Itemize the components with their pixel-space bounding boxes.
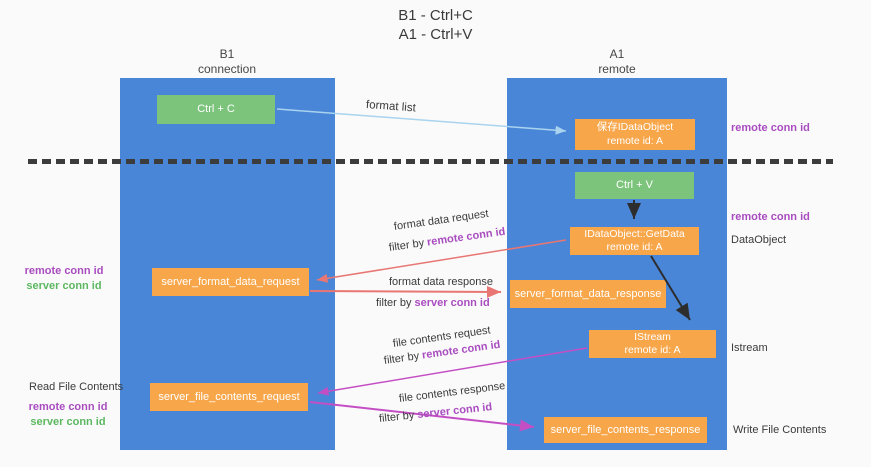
getdata-line2: remote id: A [606,241,663,253]
left-column-subtitle: connection [197,62,257,76]
istream-side-label: Istream [731,342,768,354]
istream-box: IStream remote id: A [589,330,716,358]
server-file-contents-response-label: server_file_contents_response [550,423,701,436]
filter-by-text: filter by [376,297,415,309]
diagram-title-line2: A1 - Ctrl+V [398,26,473,43]
dashed-separator [28,159,833,164]
left-column-name: B1 [219,47,235,61]
ctrl-c-box: Ctrl + C [157,95,275,124]
save-idataobject-line2: remote id: A [606,134,664,147]
format-list-label: format list [365,99,417,115]
dataobject-label: DataObject [731,234,787,246]
read-file-contents-label: Read File Contents [29,381,124,393]
left-conn-id-stack-top: remote conn id server conn id [20,264,108,294]
right-remote-conn-id-mid: remote conn id [731,211,810,223]
ctrl-v-box: Ctrl + V [575,172,694,199]
idataobject-getdata-box: IDataObject::GetData remote id: A [570,227,699,255]
remote-conn-id-key: remote conn id [426,225,507,249]
left-column-header: B1 connection [167,47,287,77]
format-data-response-label: format data response [389,276,493,288]
server-file-contents-response-box: server_file_contents_response [544,417,707,443]
filter-by-text: filter by [383,349,423,367]
server-format-data-request-box: server_format_data_request [152,268,309,296]
left-server-conn-id-1: server conn id [26,279,102,292]
server-file-contents-request-box: server_file_contents_request [150,383,308,411]
istream-line2: remote id: A [624,344,681,356]
server-file-contents-request-label: server_file_contents_request [158,390,300,403]
file-contents-response-filter-label: filter by server conn id [378,401,492,425]
format-data-response-filter-label: filter by server conn id [376,297,490,309]
right-column-header: A1 remote [557,47,677,77]
write-file-contents-label: Write File Contents [733,424,827,436]
diagram-title-line1: B1 - Ctrl+C [398,7,473,24]
ctrl-v-label: Ctrl + V [616,179,653,192]
server-format-data-response-label: server_format_data_response [514,287,662,300]
filter-by-text: filter by [388,236,428,254]
save-idataobject-line1: 保存IDataObject [596,121,674,134]
left-conn-id-stack-bottom: remote conn id server conn id [24,400,112,430]
server-format-data-response-box: server_format_data_response [510,280,666,308]
ctrl-c-label: Ctrl + C [197,103,235,116]
format-data-response-arrow [309,285,502,298]
getdata-line1: IDataObject::GetData [584,227,685,240]
save-idataobject-box: 保存IDataObject remote id: A [575,119,695,150]
istream-line1: IStream [634,330,671,343]
right-column-subtitle: remote [598,62,636,76]
left-server-conn-id-2: server conn id [30,415,106,428]
server-conn-id-key: server conn id [416,401,493,421]
left-remote-conn-id-1: remote conn id [24,265,104,277]
server-conn-id-key: server conn id [414,297,490,309]
server-format-data-request-label: server_format_data_request [161,275,300,288]
right-remote-conn-id-top: remote conn id [731,122,810,134]
filter-by-text: filter by [378,409,418,425]
left-remote-conn-id-2: remote conn id [28,401,108,413]
right-column-name: A1 [609,47,625,61]
